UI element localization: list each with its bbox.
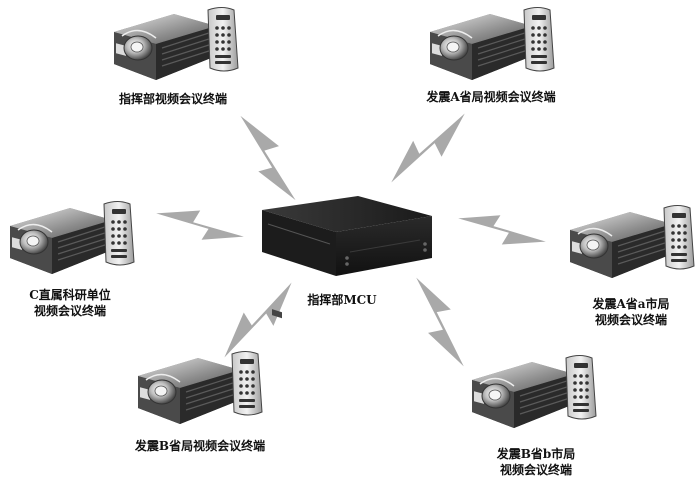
link-command — [223, 109, 313, 207]
hub-label: 指挥部MCU — [307, 292, 376, 308]
wireless-link-icon — [455, 209, 549, 251]
terminal-label-line: 发震A省a市局 — [592, 297, 670, 311]
video-terminal-icon — [569, 204, 695, 279]
terminal-label-line: 视频会议终端 — [33, 304, 106, 318]
wireless-link-icon — [383, 99, 473, 197]
link-city-a — [455, 209, 549, 251]
terminal-label-line: 视频会议终端 — [499, 463, 573, 477]
terminal-label-line: 视频会议终端 — [594, 313, 667, 327]
wireless-link-icon — [223, 109, 313, 207]
terminal-label-direct-unit: C直属科研单位 视频会议终端 — [29, 287, 111, 319]
link-city-b — [398, 271, 482, 373]
terminal-label-province-a: 发震A省局视频会议终端 — [426, 89, 555, 105]
hub-label-text: 指挥部MCU — [307, 293, 377, 307]
video-terminal-icon — [137, 350, 263, 425]
terminal-label-line: 指挥部视频会议终端 — [118, 92, 228, 106]
terminal-label-line: 发震A省局视频会议终端 — [426, 90, 556, 104]
wireless-link-icon — [398, 271, 482, 373]
terminal-label-line: 发震B省局视频会议终端 — [134, 439, 266, 453]
video-terminal-icon — [471, 354, 597, 429]
video-terminal-icon — [113, 6, 239, 81]
wireless-link-icon — [153, 204, 247, 246]
terminal-label-province-b: 发震B省局视频会议终端 — [135, 438, 265, 454]
mcu-server-icon — [262, 196, 432, 319]
video-terminal-icon — [9, 200, 135, 275]
terminal-label-line: 发震B省b市局 — [496, 447, 576, 461]
terminal-label-line: C直属科研单位 — [29, 288, 111, 302]
video-terminal-icon — [429, 6, 555, 81]
terminal-label-city-a: 发震A省a市局 视频会议终端 — [592, 296, 669, 328]
link-direct-unit — [153, 204, 247, 246]
terminal-label-city-b: 发震B省b市局 视频会议终端 — [497, 446, 576, 478]
terminal-label-command: 指挥部视频会议终端 — [119, 91, 227, 107]
link-province-a — [383, 99, 473, 197]
